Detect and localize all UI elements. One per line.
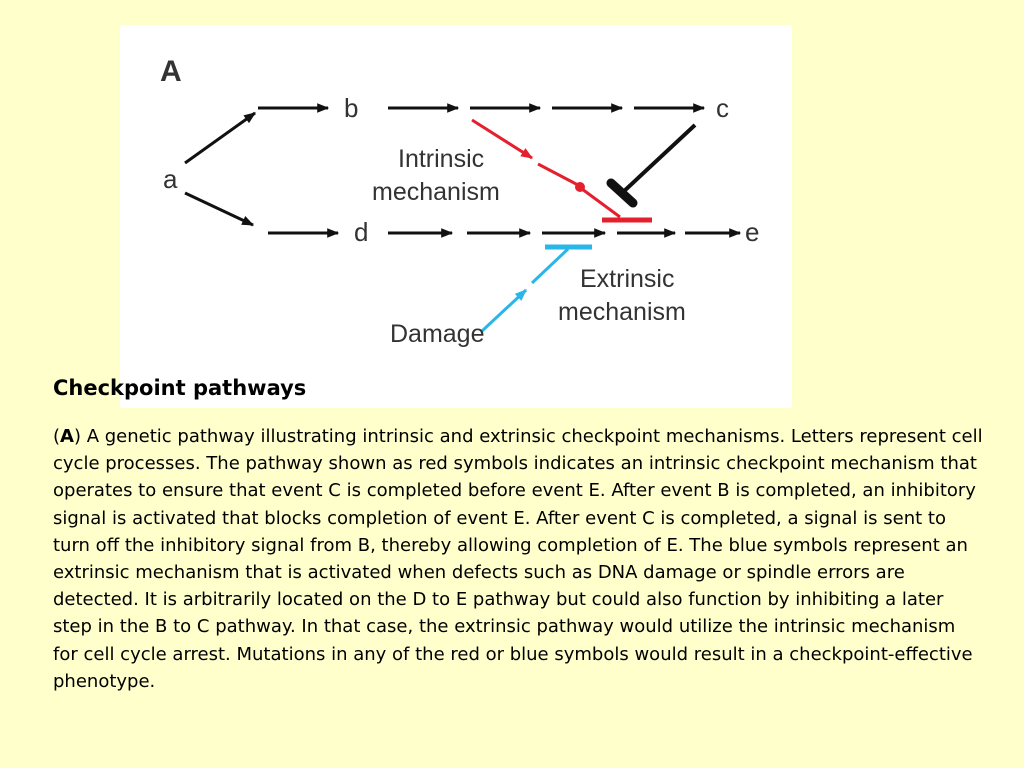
extrinsic-label-line1: Extrinsic — [580, 265, 674, 293]
node-b: b — [344, 93, 358, 123]
intrinsic-label-line2: mechanism — [372, 178, 500, 206]
node-d: d — [354, 217, 368, 247]
extrinsic-signal-line — [530, 247, 570, 285]
extrinsic-mechanism — [480, 244, 592, 333]
figure-caption: (A) A genetic pathway illustrating intri… — [53, 423, 983, 695]
pathway-svg: A a b c d e — [160, 55, 759, 348]
checkpoint-pathway-diagram: A a b c d e — [120, 25, 792, 408]
damage-label: Damage — [390, 320, 485, 348]
arrow-a-to-d-branch — [184, 191, 255, 227]
caption-panel-ref: A — [60, 426, 74, 447]
extrinsic-label-line2: mechanism — [558, 298, 686, 326]
node-e: e — [745, 217, 759, 247]
caption-close-paren: ) — [73, 426, 81, 447]
intrinsic-mechanism — [471, 118, 652, 223]
intrinsic-signal-line-2 — [581, 187, 621, 219]
node-c: c — [716, 93, 729, 123]
intrinsic-label-line1: Intrinsic — [398, 145, 484, 173]
panel-label: A — [160, 55, 182, 88]
c-inhibitor-bar — [606, 178, 638, 208]
branch-arrows — [184, 111, 256, 227]
intrinsic-arrow — [471, 118, 534, 160]
c-inhibition-signal — [606, 123, 697, 208]
caption-text: A genetic pathway illustrating intrinsic… — [53, 426, 983, 692]
slide-title: Checkpoint pathways — [53, 376, 307, 400]
node-a: a — [163, 164, 178, 194]
arrow-a-to-b-branch — [184, 111, 256, 165]
damage-arrow — [480, 288, 528, 333]
intrinsic-signal-line — [537, 162, 579, 187]
caption-open-paren: ( — [53, 426, 61, 447]
c-signal-line — [620, 123, 697, 195]
